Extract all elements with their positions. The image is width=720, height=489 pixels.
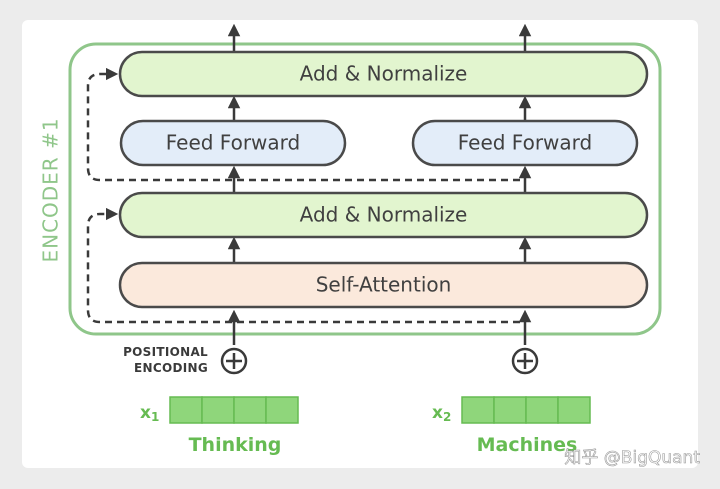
svg-text:Add & Normalize: Add & Normalize: [300, 203, 468, 227]
svg-text:x2: x2: [432, 403, 451, 424]
residual-path-top: [86, 67, 520, 182]
input-vector-2: x2: [432, 396, 591, 424]
encoder-border: [68, 42, 662, 336]
input-word-thinking: Thinking: [189, 434, 282, 456]
block-self-attention: Self-Attention: [118, 261, 649, 309]
block-feed-forward-left: Feed Forward: [119, 119, 347, 167]
block-feed-forward-right: Feed Forward: [411, 119, 639, 167]
svg-text:Feed Forward: Feed Forward: [166, 131, 301, 155]
svg-text:Feed Forward: Feed Forward: [458, 131, 593, 155]
watermark: 知乎 @BigQuant: [564, 448, 700, 468]
flow-arrows: [227, 23, 532, 345]
input-vector-1: x1: [140, 396, 299, 424]
plus-circle-icon: [220, 347, 248, 375]
positional-label-line2: ENCODING: [134, 361, 208, 375]
block-add-normalize-top: Add & Normalize: [118, 50, 649, 98]
svg-text:Add & Normalize: Add & Normalize: [300, 62, 468, 86]
residual-path-bottom: [86, 207, 520, 324]
plus-circle-icon: [511, 347, 539, 375]
encoder-label: ENCODER #1: [39, 117, 63, 262]
positional-label-line1: POSITIONAL: [123, 345, 208, 359]
svg-text:x1: x1: [140, 403, 159, 424]
block-add-normalize-bottom: Add & Normalize: [118, 191, 649, 239]
input-word-machines: Machines: [477, 434, 578, 456]
svg-text:Self-Attention: Self-Attention: [316, 273, 452, 297]
